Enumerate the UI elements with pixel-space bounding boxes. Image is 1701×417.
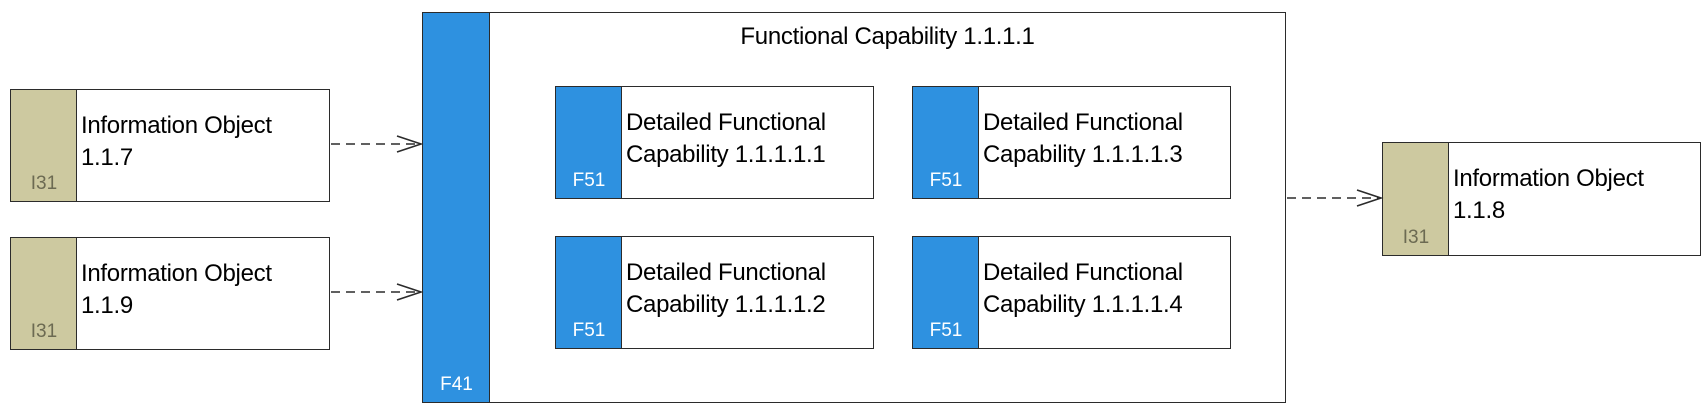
name-line-2: Capability 1.1.1.1.3 [983,141,1183,168]
detailed-capability-name: Detailed Functional Capability 1.1.1.1.3 [983,107,1224,171]
information-object-1-1-9[interactable]: I31 Information Object 1.1.9 [10,237,330,350]
detailed-capability-tab [913,87,979,198]
arrowhead-fc-to-io-118 [1356,189,1384,207]
name-line-2: 1.1.9 [81,292,133,319]
detailed-capability-code: F51 [929,170,963,191]
name-line-1: Information Object [1453,165,1644,192]
name-line-1: Detailed Functional [983,259,1183,286]
detailed-capability-name: Detailed Functional Capability 1.1.1.1.4 [983,257,1224,321]
name-line-1: Detailed Functional [626,109,826,136]
information-object-code: I31 [30,173,58,194]
name-line-1: Detailed Functional [626,259,826,286]
information-object-name: Information Object 1.1.7 [81,110,323,174]
name-line-2: 1.1.7 [81,144,133,171]
information-object-tab [11,238,77,349]
information-object-name: Information Object 1.1.8 [1453,163,1694,227]
information-object-1-1-7[interactable]: I31 Information Object 1.1.7 [10,89,330,202]
name-line-2: Capability 1.1.1.1.2 [626,291,826,318]
detailed-capability-1-1-1-1-1[interactable]: F51 Detailed Functional Capability 1.1.1… [555,86,874,199]
information-object-1-1-8[interactable]: I31 Information Object 1.1.8 [1382,142,1701,256]
detailed-capability-code: F51 [572,320,606,341]
detailed-capability-code: F51 [929,320,963,341]
detailed-capability-tab [556,237,622,348]
arrowhead-io-119-to-fc [396,283,424,301]
information-object-tab [11,90,77,201]
detailed-capability-1-1-1-1-4[interactable]: F51 Detailed Functional Capability 1.1.1… [912,236,1231,349]
detailed-capability-1-1-1-1-3[interactable]: F51 Detailed Functional Capability 1.1.1… [912,86,1231,199]
name-line-1: Detailed Functional [983,109,1183,136]
name-line-2: Capability 1.1.1.1.4 [983,291,1183,318]
information-object-tab [1383,143,1449,255]
detailed-capability-name: Detailed Functional Capability 1.1.1.1.1 [626,107,867,171]
name-line-1: Information Object [81,260,272,287]
arrowhead-io-117-to-fc [396,135,424,153]
functional-capability-title: Functional Capability 1.1.1.1 [740,23,1035,50]
name-line-1: Information Object [81,112,272,139]
information-object-code: I31 [30,321,58,342]
detailed-capability-code: F51 [572,170,606,191]
detailed-capability-1-1-1-1-2[interactable]: F51 Detailed Functional Capability 1.1.1… [555,236,874,349]
detailed-capability-name: Detailed Functional Capability 1.1.1.1.2 [626,257,867,321]
information-object-code: I31 [1402,227,1430,248]
name-line-2: Capability 1.1.1.1.1 [626,141,826,168]
information-object-name: Information Object 1.1.9 [81,258,323,322]
functional-capability-bar [423,13,490,402]
detailed-capability-tab [556,87,622,198]
detailed-capability-tab [913,237,979,348]
name-line-2: 1.1.8 [1453,197,1505,224]
functional-capability-code: F41 [440,374,473,395]
